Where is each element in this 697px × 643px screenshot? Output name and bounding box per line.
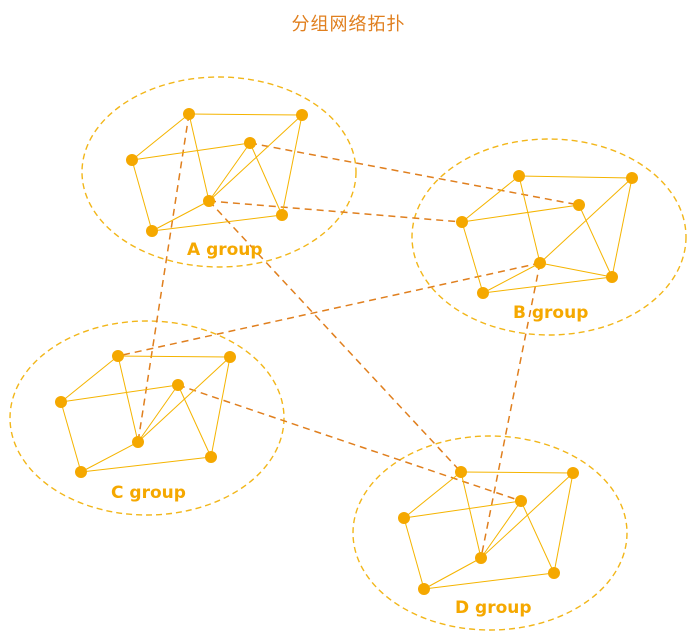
group-b-link bbox=[518, 175, 541, 264]
diagram-title: 分组网络拓扑 bbox=[291, 14, 406, 35]
group-b-link bbox=[482, 262, 541, 294]
group-d-link bbox=[403, 517, 425, 590]
group-c-link bbox=[80, 441, 139, 473]
group-a-node bbox=[276, 209, 288, 221]
group-b-link bbox=[539, 262, 613, 278]
group-a-boundary bbox=[81, 76, 357, 268]
group-a-link bbox=[249, 142, 283, 216]
group-d-link bbox=[480, 500, 522, 559]
group-a-node bbox=[146, 225, 158, 237]
group-a-link bbox=[188, 113, 303, 116]
group-c-link bbox=[60, 401, 82, 473]
group-b-node bbox=[513, 170, 525, 182]
group-d-link bbox=[403, 471, 462, 519]
group-c-link bbox=[117, 355, 139, 443]
group-c-node bbox=[55, 396, 67, 408]
cross-link-a-d bbox=[208, 200, 462, 473]
group-b-node bbox=[606, 271, 618, 283]
cross-link-b-d bbox=[480, 262, 541, 559]
group-a-node bbox=[203, 195, 215, 207]
group-b-link bbox=[578, 204, 613, 278]
group-d-link bbox=[460, 471, 482, 559]
group-c-node bbox=[172, 379, 184, 391]
group-a-link bbox=[151, 214, 283, 232]
group-b-link bbox=[461, 221, 484, 294]
group-d-node bbox=[418, 583, 430, 595]
group-b-label: B group bbox=[513, 303, 588, 323]
cross-link-a-b bbox=[249, 142, 580, 206]
group-d-boundary bbox=[352, 435, 628, 631]
intra-group-links bbox=[60, 113, 633, 590]
group-d-node bbox=[398, 512, 410, 524]
group-c-link bbox=[137, 356, 231, 443]
group-c-link bbox=[210, 356, 231, 458]
group-b-node bbox=[477, 287, 489, 299]
group-a-link bbox=[208, 142, 251, 202]
group-d-link bbox=[423, 572, 555, 590]
group-d-label: D group bbox=[455, 598, 532, 618]
group-c-node bbox=[112, 350, 124, 362]
group-b-link bbox=[518, 175, 633, 179]
group-c-boundary bbox=[9, 320, 285, 516]
group-d-node bbox=[455, 466, 467, 478]
cross-link-a-b bbox=[208, 200, 463, 223]
group-b-link bbox=[461, 204, 580, 223]
group-d-link bbox=[423, 557, 482, 590]
group-b-node bbox=[626, 172, 638, 184]
group-c-node bbox=[75, 466, 87, 478]
group-d-link bbox=[460, 471, 574, 474]
group-boundaries bbox=[9, 76, 687, 631]
group-d-link bbox=[403, 500, 522, 519]
group-b-node bbox=[534, 257, 546, 269]
cross-group-links bbox=[117, 113, 580, 559]
group-b-boundary bbox=[411, 138, 687, 336]
group-c-link bbox=[177, 384, 212, 458]
group-a-link bbox=[281, 114, 303, 216]
group-d-link bbox=[553, 472, 574, 574]
group-b-link bbox=[482, 276, 613, 294]
group-a-node bbox=[183, 108, 195, 120]
cross-link-c-d bbox=[177, 384, 522, 502]
group-d-node bbox=[567, 467, 579, 479]
group-d-link bbox=[480, 472, 574, 559]
group-a-node bbox=[244, 137, 256, 149]
group-b-link bbox=[461, 175, 520, 223]
group-a-node bbox=[126, 154, 138, 166]
group-a-link bbox=[151, 200, 210, 232]
group-d-node bbox=[548, 567, 560, 579]
cross-link-b-c bbox=[117, 262, 541, 357]
group-c-link bbox=[60, 384, 179, 403]
group-a-link bbox=[188, 113, 210, 202]
group-d-node bbox=[475, 552, 487, 564]
group-c-node bbox=[224, 351, 236, 363]
group-d-node bbox=[515, 495, 527, 507]
group-a-link bbox=[131, 142, 251, 161]
cross-link-a-c bbox=[137, 113, 190, 443]
group-c-label: C group bbox=[111, 483, 186, 503]
group-c-link bbox=[117, 355, 231, 358]
group-c-link bbox=[137, 384, 179, 443]
group-b-node bbox=[573, 199, 585, 211]
group-b-node bbox=[456, 216, 468, 228]
group-a-node bbox=[296, 109, 308, 121]
group-c-node bbox=[132, 436, 144, 448]
group-a-link bbox=[131, 159, 153, 232]
group-d-link bbox=[520, 500, 555, 574]
nodes bbox=[55, 108, 638, 595]
group-labels: A group B group C group D group bbox=[111, 240, 588, 618]
group-a-link bbox=[208, 114, 303, 202]
group-c-link bbox=[80, 456, 212, 473]
group-a-label: A group bbox=[187, 240, 263, 260]
group-c-node bbox=[205, 451, 217, 463]
group-b-link bbox=[611, 177, 633, 278]
group-a-link bbox=[131, 113, 190, 161]
group-c-link bbox=[60, 355, 119, 403]
group-b-link bbox=[539, 177, 633, 264]
